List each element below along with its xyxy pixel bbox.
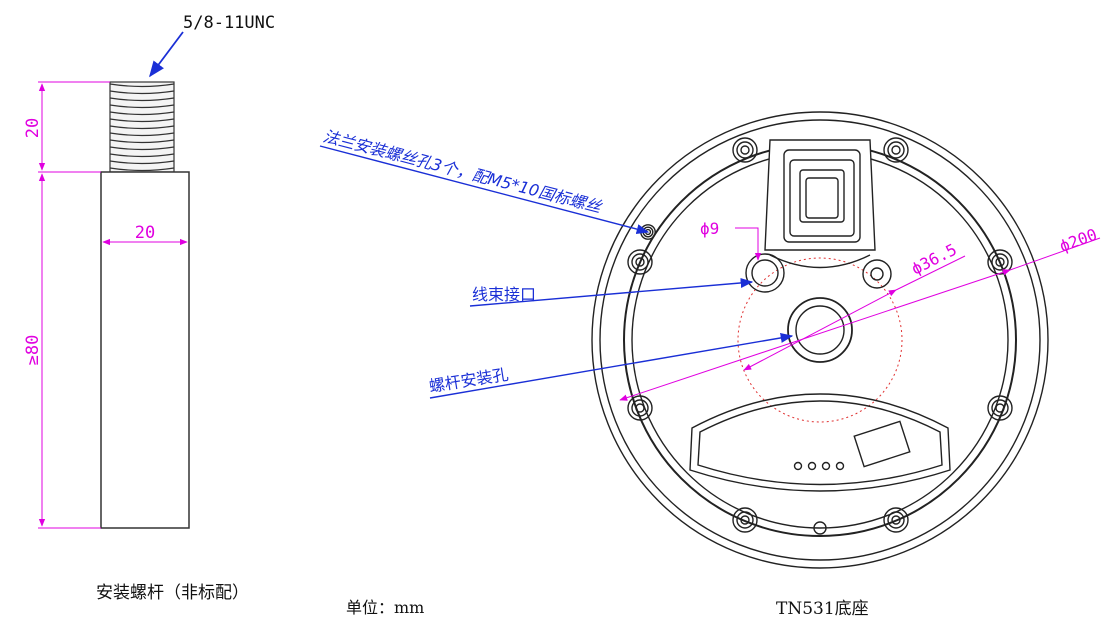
dim-bolt-width: 20 (135, 223, 155, 243)
thread-spec-label: 5/8-11UNC (183, 13, 275, 33)
screw-boss (887, 141, 905, 159)
screw-boss (887, 511, 905, 529)
screw-boss (635, 257, 645, 267)
unit-label: 单位：mm (346, 598, 425, 617)
screw-boss (631, 399, 649, 417)
screw-boss (732, 507, 758, 533)
base-caption: TN531底座 (776, 599, 869, 619)
base-drawing (591, 111, 1049, 569)
dim-circle-diameter: ϕ36.5 (908, 240, 960, 279)
dim-thread-length: 20 (23, 118, 43, 138)
top-connector (764, 139, 876, 251)
bolt-shank (100, 171, 190, 529)
dim-shank-length: ≥80 (23, 335, 43, 366)
screw-boss (736, 141, 754, 159)
screw-boss (995, 403, 1005, 413)
screw-boss (991, 399, 1009, 417)
base-outer-rim (591, 111, 1049, 569)
screw-boss (883, 137, 909, 163)
screw-boss (740, 515, 750, 525)
dim-outer-diameter: ϕ200 (1057, 225, 1100, 256)
screw-boss (883, 507, 909, 533)
screw-boss (995, 257, 1005, 267)
harness-port (745, 253, 785, 293)
screw-boss (891, 515, 901, 525)
dim-hole-diameter: ϕ9 (700, 219, 719, 238)
screw-boss (635, 403, 645, 413)
screw-boss (740, 145, 750, 155)
screw-boss (732, 137, 758, 163)
flange-holes-label: 法兰安装螺丝孔3个，配M5*10国标螺丝 (321, 126, 605, 217)
bolt-drawing: 20 ≥80 20 5/8-11UNC (23, 13, 275, 529)
harness-port-label: 线束接口 (472, 285, 536, 304)
pitch-circle (737, 257, 903, 423)
bolt-thread (109, 81, 175, 173)
small-port (862, 259, 892, 289)
screw-boss (736, 511, 754, 529)
bolt-caption: 安装螺杆（非标配） (96, 583, 249, 603)
screw-boss (891, 145, 901, 155)
